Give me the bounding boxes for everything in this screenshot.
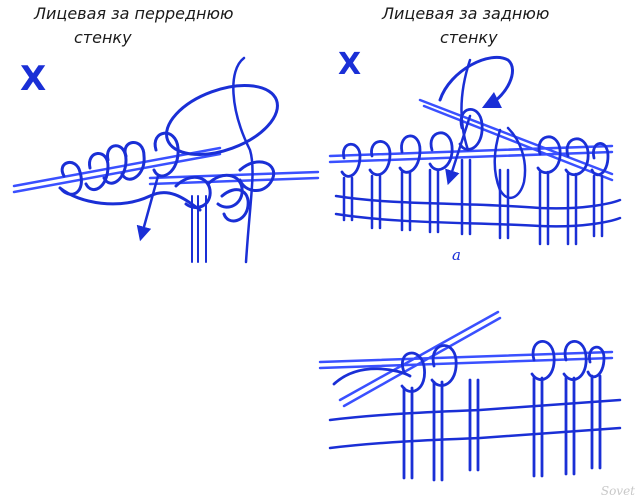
right-needle [148, 170, 320, 180]
left-title-line2: стенку [74, 28, 132, 47]
right-title-line1: Лицевая за заднюю [382, 4, 550, 23]
rt-down-arrow [445, 114, 472, 186]
left-x-marker: X [20, 59, 47, 99]
watermark: Sovet [600, 484, 635, 498]
rt-left-needle [328, 144, 614, 158]
right-x-marker: X [338, 47, 362, 82]
figure-label-a: а [452, 246, 461, 264]
working-yarn [232, 56, 254, 264]
right-title-line2: стенку [440, 28, 498, 47]
rt-wrap-arrow [438, 55, 514, 109]
left-arrow [136, 174, 160, 242]
left-diagram [12, 56, 320, 264]
wrap-ellipse [165, 84, 279, 156]
right-top-diagram [328, 55, 622, 246]
rb-left-needle [318, 350, 614, 364]
left-title-line1: Лицевая за перреднюю [34, 4, 234, 23]
right-bottom-diagram [318, 310, 622, 482]
rt-stitch-loops [340, 107, 610, 178]
rt-fabric [334, 126, 622, 246]
